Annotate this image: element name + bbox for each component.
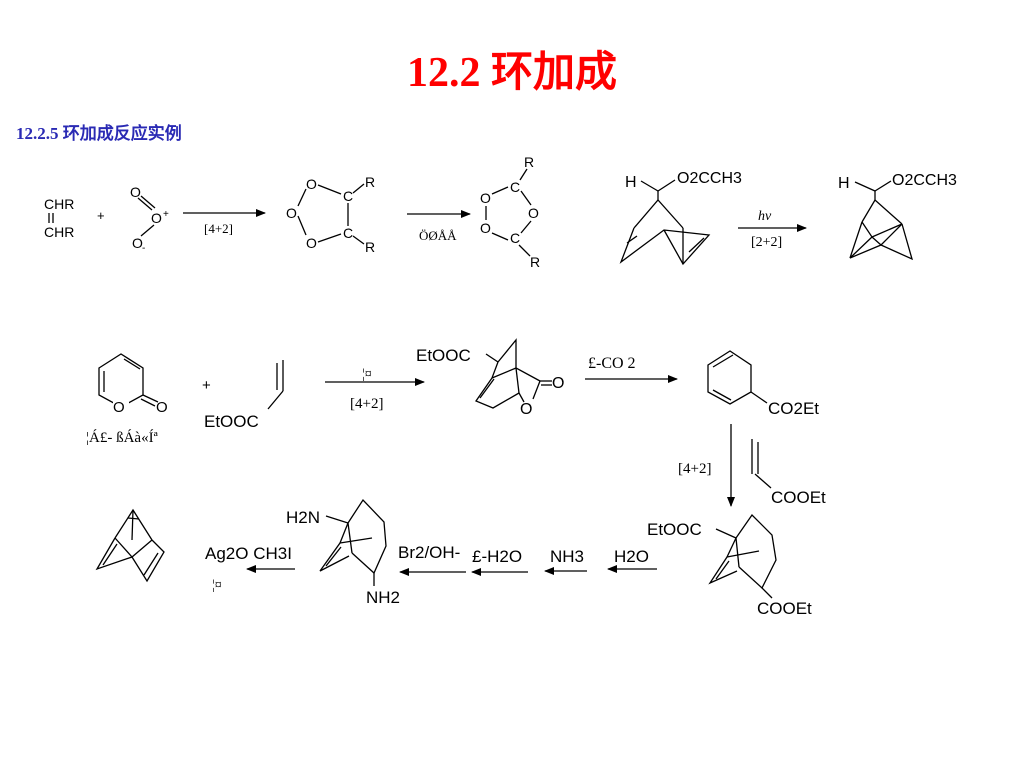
ozone-o-center: O [151,210,162,226]
molozonide-r1: R [365,174,375,190]
ozonide: R C O O O C R [480,154,540,270]
diamine-bottom: NH2 [366,588,400,607]
plus-sign-1: + [97,208,105,223]
ozone-minus-charge: - [142,243,145,254]
bicyclic-diester: EtOOC COOEt [647,513,812,618]
norbornadiene-acetate: H O2CCH3 [619,170,742,266]
quadricyclane-acetate: H O2CCH3 [838,172,957,261]
section-subtitle: 12.2.5 环加成反应实例 [16,124,182,143]
molozonide-o2: O [286,205,297,221]
diester-bottom: COOEt [757,599,812,618]
reagent-ag2o: Ag2O CH3I [205,544,292,563]
molozonide-o1: O [306,176,317,192]
pyrone-ring-o: O [113,399,125,416]
ozonide-c1: C [510,179,520,195]
h-label-1: H [625,174,637,191]
arrow-label-rearrangement: ÖØÅÅ [419,228,457,243]
ozone-o-bottom: O [132,235,143,251]
ozone-o-top: O [130,184,141,200]
lactone-carbonyl-o: O [552,375,564,392]
ethyl-acrylate-2: COOEt [751,439,826,507]
barrelene [95,508,165,583]
ozonide-r2: R [530,254,540,270]
reagent-dehydration: £-H2O [472,547,522,566]
cyclohexadiene-ester: CO2Et [707,350,819,418]
ozonide-o1: O [480,190,491,206]
alkene-chr-top: CHR [44,196,74,212]
ester-label-2: O2CCH3 [892,172,957,189]
pyrone-name: ¦Á£- ßÁà«Íª [86,429,159,446]
molozonide-o3: O [306,235,317,251]
plus-sign-2: + [202,377,211,394]
ozonide-r1: R [524,154,534,170]
alkene-chr-bottom: CHR [44,224,74,240]
ozonide-c2: C [510,230,520,246]
lactone-ring-o: O [520,401,532,418]
ozone-plus-charge: + [163,209,169,220]
arrow-label-hv: hv [758,209,772,224]
alkene-reactant: CHR CHR [44,196,74,240]
pyrone-carbonyl-o: O [156,399,168,416]
bicyclic-lactone: EtOOC O O [416,338,564,418]
ester-label-1: O2CCH3 [677,170,742,187]
arrow-heat-2: ¦¤ [212,578,222,593]
bicyclic-diamine: H2N NH2 [286,498,400,607]
arrow-label-4plus2-b: [4+2] [350,396,383,412]
ozonide-o2: O [528,205,539,221]
ozonide-o3: O [480,220,491,236]
diester-top: EtOOC [647,520,702,539]
molozonide-r2: R [365,239,375,255]
page-title: 12.2 环加成 [406,50,617,96]
arrow-label-4plus2-a: [4+2] [204,221,233,236]
molozonide-c2: C [343,225,353,241]
ozone-molecule: O O + O - [130,184,169,254]
diene-ester: CO2Et [768,399,819,418]
diamine-top: H2N [286,508,320,527]
reagent-ammonia: NH3 [550,547,584,566]
ethyl-acrylate: EtOOC [204,360,284,431]
arrow-label-2plus2: [2+2] [751,235,782,250]
arrow-heat-1: ¦¤ [362,367,372,382]
alpha-pyrone: O O ¦Á£- ßÁà«Íª [86,353,168,446]
molozonide: O O O C C R R [286,174,375,255]
arrow-label-4plus2-c: [4+2] [678,461,711,477]
arrow-label-minus-co2: £-CO 2 [588,355,636,372]
acrylate-ester: EtOOC [204,412,259,431]
molozonide-c1: C [343,188,353,204]
h-label-2: H [838,175,850,192]
lactone-ester: EtOOC [416,346,471,365]
reagent-water: H2O [614,547,649,566]
dienophile-ester: COOEt [771,488,826,507]
reagent-hofmann: Br2/OH- [398,543,460,562]
